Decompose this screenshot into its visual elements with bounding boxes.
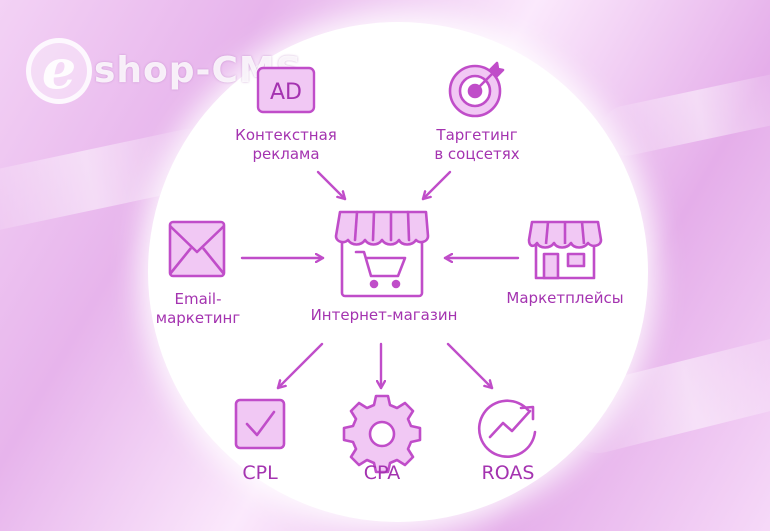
cpl-label: CPL (242, 462, 278, 484)
arrow-store-to-cpl (276, 342, 324, 390)
ad-icon: AD (256, 66, 316, 114)
contextual-ads-label-line1: Контекстная (235, 126, 337, 144)
roas-label: ROAS (481, 462, 535, 484)
envelope-icon (168, 220, 226, 278)
ad-badge-text: AD (270, 80, 302, 105)
marketplaces-label: Маркетплейсы (506, 289, 624, 307)
online-store-label: Интернет-магазин (310, 306, 458, 324)
cpa-label: CPA (363, 462, 401, 484)
target-icon (448, 61, 505, 118)
store-cart-icon (334, 210, 430, 298)
social-targeting-label-line2: в соцсетях (434, 145, 520, 163)
marketplace-shop-icon (527, 220, 603, 280)
arrow-targeting-to-store (421, 170, 452, 201)
gear-icon (342, 394, 422, 474)
social-targeting-label: Таргетинг в соцсетях (434, 126, 519, 164)
social-targeting-label-line1: Таргетинг (436, 126, 518, 144)
email-marketing-label-line2: маркетинг (155, 309, 241, 327)
logo-letter: e (26, 38, 92, 104)
contextual-ads-label: Контекстная реклама (235, 126, 337, 164)
contextual-ads-label-line2: реклама (252, 145, 320, 163)
arrow-store-to-roas (446, 342, 494, 390)
growth-chart-icon (477, 399, 537, 458)
email-marketing-label: Email- маркетинг (156, 290, 241, 328)
email-marketing-label-line1: Email- (174, 290, 222, 308)
checkbox-icon (234, 398, 286, 450)
arrow-ads-to-store (316, 170, 347, 201)
